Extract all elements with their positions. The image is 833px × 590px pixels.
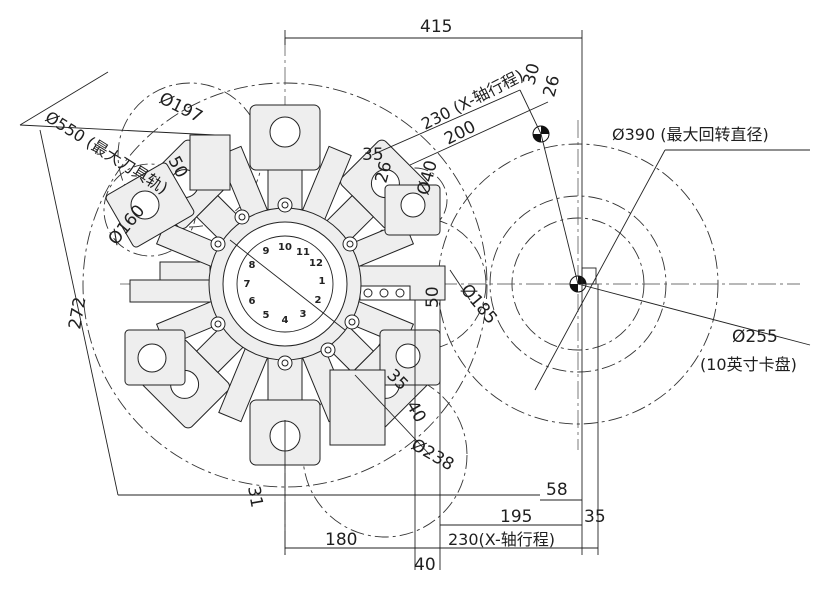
tool-bore-right-lower [395, 343, 421, 369]
dim-x-travel-bottom: 230(X-轴行程) [448, 530, 555, 549]
turret-number: 6 [249, 296, 256, 307]
turret-number: 11 [296, 247, 310, 258]
turret-number: 5 [263, 310, 270, 321]
dim-390-swing: Ø390 (最大回转直径) [612, 125, 769, 144]
turret-number: 9 [263, 246, 270, 257]
dim-50-mid: 50 [423, 286, 443, 308]
tool-block-left [129, 279, 221, 303]
dim-197: Ø197 [156, 89, 206, 128]
spindle-center-mark [569, 267, 597, 293]
tool-bore-left-upper [130, 190, 160, 220]
dim-58: 58 [546, 480, 568, 500]
disc-diameter-line [229, 239, 346, 331]
dim-185: Ø185 [456, 280, 501, 328]
dim-chuck-note: (10英寸卡盘) [700, 355, 797, 374]
dim-255-chuck: Ø255 [732, 327, 778, 347]
tool-holder-left [159, 261, 211, 281]
turret-number: 8 [249, 260, 256, 271]
dim-550-tool: Ø550 (最大刀具轨) [42, 107, 171, 198]
turret-number: 2 [315, 295, 322, 306]
dimension-lines [19, 30, 811, 570]
turret-number: 7 [244, 279, 251, 290]
tool-bore-left-lower [137, 343, 167, 373]
tool-body-bottom-right [329, 369, 386, 446]
turret-disc [222, 221, 348, 347]
screw-right-3 [395, 288, 405, 298]
dim-30: 30 [520, 61, 545, 87]
turret-number: 12 [309, 258, 323, 269]
turret-number: 1 [319, 276, 326, 287]
dim-180: 180 [325, 530, 357, 550]
dim-35-bottom: 35 [584, 507, 606, 527]
dim-40-bottom: 40 [414, 555, 436, 575]
turret-index-ring [236, 235, 334, 333]
dim-26-top: 26 [540, 73, 565, 99]
turret-number: 4 [282, 315, 289, 326]
dim-31: 31 [243, 484, 266, 509]
screw-right-1 [363, 288, 373, 298]
dim-35-top: 35 [362, 145, 384, 165]
tool-bore-top [269, 116, 301, 148]
turret-numbers: 10 11 12 1 2 3 4 5 6 7 8 9 [244, 242, 326, 326]
dim-415: 415 [420, 17, 452, 37]
turret-number: 10 [278, 242, 292, 253]
tool-bore-right-upper [400, 192, 426, 218]
dim-195: 195 [500, 507, 532, 527]
turret-bolts [210, 197, 360, 371]
tool-body-top-left [189, 134, 231, 191]
turret-number: 3 [300, 309, 307, 320]
screw-right-2 [379, 288, 389, 298]
